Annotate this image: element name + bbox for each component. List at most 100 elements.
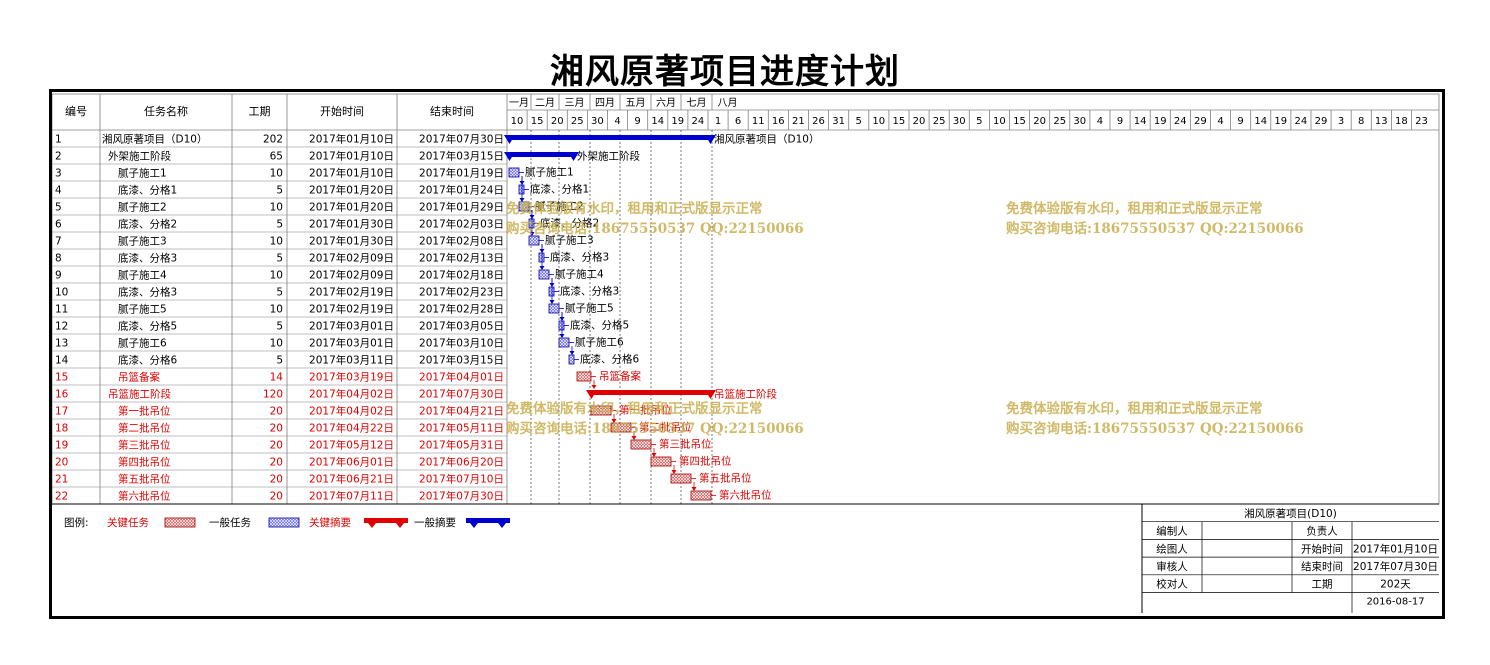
bar-label: 第三批吊位 bbox=[659, 438, 712, 451]
tick-label: 14 bbox=[1254, 116, 1267, 127]
task-id: 15 bbox=[55, 372, 68, 384]
task-start: 2017年03月19日 bbox=[309, 371, 394, 384]
tick-label: 10 bbox=[993, 116, 1006, 127]
task-start: 2017年03月01日 bbox=[309, 337, 394, 350]
bar-label: 腻子施工1 bbox=[525, 166, 574, 179]
bar-label: 腻子施工5 bbox=[565, 302, 614, 315]
tick-label: 4 bbox=[1217, 116, 1223, 127]
bar-label: 底漆、分格3 bbox=[560, 285, 619, 298]
dependency-arrow bbox=[631, 436, 637, 440]
legend-prefix: 图例: bbox=[64, 516, 89, 529]
task-end: 2017年06月20日 bbox=[419, 456, 504, 469]
task-end: 2017年05月31日 bbox=[419, 439, 504, 452]
task-duration: 5 bbox=[276, 287, 283, 299]
month-label: 三月 bbox=[565, 97, 585, 109]
task-duration: 10 bbox=[270, 338, 283, 350]
bar-label: 底漆、分格5 bbox=[570, 319, 629, 332]
legend-critical-task-swatch bbox=[164, 517, 196, 528]
tick-label: 15 bbox=[893, 116, 906, 127]
bar-label: 腻子施工4 bbox=[555, 268, 604, 281]
task-bar bbox=[650, 456, 672, 467]
bar-label: 腻子施工2 bbox=[535, 200, 584, 213]
dependency-arrow bbox=[569, 351, 575, 355]
task-id: 5 bbox=[55, 202, 62, 214]
task-end: 2017年07月30日 bbox=[419, 490, 504, 503]
task-name: 第四批吊位 bbox=[118, 456, 171, 469]
info-cell: 202天 bbox=[1380, 579, 1411, 591]
task-start: 2017年02月09日 bbox=[309, 252, 394, 265]
task-duration: 20 bbox=[270, 474, 283, 486]
task-duration: 20 bbox=[270, 423, 283, 435]
bar-label: 腻子施工6 bbox=[575, 336, 624, 349]
summary-bar bbox=[509, 135, 711, 140]
task-start: 2017年01月20日 bbox=[309, 201, 394, 214]
tick-label: 15 bbox=[531, 116, 544, 127]
info-project: 湘风原著项目(D10) bbox=[1244, 507, 1337, 520]
task-duration: 20 bbox=[270, 406, 283, 418]
bar-label: 底漆、分格1 bbox=[530, 183, 589, 196]
tick-label: 16 bbox=[772, 116, 785, 127]
month-label: 六月 bbox=[656, 97, 676, 109]
tick-label: 13 bbox=[1375, 116, 1388, 127]
tick-label: 29 bbox=[1194, 116, 1207, 127]
task-bar bbox=[538, 252, 545, 263]
dependency-arrow bbox=[651, 453, 657, 457]
tick-label: 4 bbox=[1097, 116, 1103, 127]
summary-start-marker bbox=[586, 390, 597, 399]
task-name: 湘风原著项目（D10） bbox=[102, 133, 207, 146]
task-end: 2017年02月28日 bbox=[419, 303, 504, 316]
task-end: 2017年02月23日 bbox=[419, 286, 504, 299]
summary-bar bbox=[591, 390, 711, 395]
task-name: 吊篮备案 bbox=[118, 371, 160, 384]
tick-label: 9 bbox=[1237, 116, 1243, 127]
task-id: 17 bbox=[55, 406, 68, 418]
task-bar bbox=[558, 320, 565, 331]
task-bar bbox=[558, 337, 570, 348]
dependency-arrow bbox=[591, 385, 597, 389]
task-start: 2017年01月10日 bbox=[309, 167, 394, 180]
task-bar bbox=[630, 439, 652, 450]
task-duration: 5 bbox=[276, 219, 283, 231]
task-end: 2017年07月30日 bbox=[419, 388, 504, 401]
task-name: 第六批吊位 bbox=[118, 490, 171, 503]
legend-critical-summary-label: 关键摘要 bbox=[309, 516, 351, 529]
task-name: 第五批吊位 bbox=[118, 473, 171, 486]
task-name: 第一批吊位 bbox=[118, 405, 171, 418]
task-id: 16 bbox=[55, 389, 69, 401]
tick-label: 25 bbox=[1053, 116, 1066, 127]
task-name: 腻子施工4 bbox=[118, 269, 167, 282]
task-name: 腻子施工5 bbox=[118, 303, 167, 316]
legend-critical-summary-swatch bbox=[364, 518, 408, 528]
tick-label: 30 bbox=[1073, 116, 1086, 127]
task-end: 2017年01月19日 bbox=[419, 167, 504, 180]
dependency-arrow bbox=[671, 470, 677, 474]
bar-label: 湘风原著项目（D10） bbox=[714, 133, 819, 146]
summary-end-marker bbox=[568, 152, 579, 161]
task-name: 底漆、分格3 bbox=[118, 252, 177, 265]
task-end: 2017年03月10日 bbox=[419, 337, 504, 350]
task-start: 2017年03月01日 bbox=[309, 320, 394, 333]
task-duration: 120 bbox=[263, 389, 283, 401]
tick-label: 20 bbox=[551, 116, 564, 127]
task-id: 2 bbox=[55, 151, 62, 163]
task-id: 20 bbox=[55, 457, 68, 469]
tick-label: 26 bbox=[812, 116, 825, 127]
table-border bbox=[52, 93, 1440, 505]
header-dur: 工期 bbox=[249, 105, 271, 118]
tick-label: 24 bbox=[692, 116, 705, 127]
dependency-arrow bbox=[559, 334, 565, 338]
task-end: 2017年07月10日 bbox=[419, 473, 504, 486]
legend-critical-task-label: 关键任务 bbox=[107, 516, 149, 529]
task-id: 21 bbox=[55, 474, 68, 486]
task-end: 2017年01月24日 bbox=[419, 184, 504, 197]
task-bar bbox=[568, 354, 575, 365]
task-bar bbox=[576, 371, 592, 382]
task-bar bbox=[518, 201, 530, 212]
dependency-arrow bbox=[529, 232, 535, 236]
header-num: 编号 bbox=[65, 104, 87, 118]
task-end: 2017年07月30日 bbox=[419, 133, 504, 146]
task-duration: 5 bbox=[276, 253, 283, 265]
task-id: 9 bbox=[55, 270, 62, 282]
tick-label: 31 bbox=[832, 116, 845, 127]
dependency-arrow bbox=[549, 300, 555, 304]
